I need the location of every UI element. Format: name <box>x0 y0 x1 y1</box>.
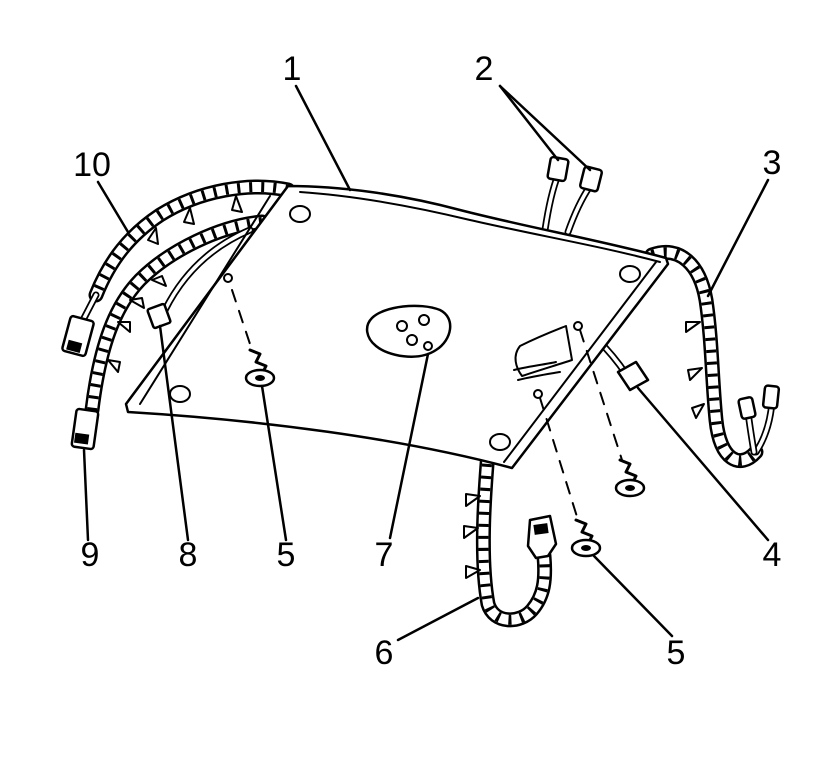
callout-10: 10 <box>73 146 111 184</box>
callout-5-right: 5 <box>667 634 686 672</box>
panel-hole <box>489 433 511 451</box>
left-harness-9 <box>70 214 270 451</box>
leader-lines <box>82 84 770 642</box>
callout-7: 7 <box>375 536 394 574</box>
callout-labels: 1 2 3 4 5 5 6 7 8 9 10 <box>73 50 781 672</box>
fastener-5c <box>579 329 646 498</box>
callout-4: 4 <box>763 536 782 574</box>
lower-harness-6 <box>463 444 558 628</box>
harness-clips-9 <box>107 275 167 373</box>
callout-1: 1 <box>283 50 302 88</box>
connector-8 <box>146 302 172 330</box>
connector-6 <box>526 514 558 560</box>
connector-3a <box>761 384 781 410</box>
panel-hole <box>289 205 311 223</box>
harness-clips-10 <box>147 195 243 245</box>
connector-2b <box>578 165 604 193</box>
right-harness-3 <box>644 244 781 469</box>
callout-9: 9 <box>81 536 100 574</box>
callout-3: 3 <box>763 144 782 182</box>
left-wire-8 <box>146 226 254 330</box>
fastener-5a <box>231 289 276 388</box>
harness-clips-6 <box>463 493 481 579</box>
connector-4 <box>616 360 650 392</box>
fastener-5b <box>539 397 602 558</box>
callout-8: 8 <box>179 536 198 574</box>
harness-clips-3 <box>685 321 705 419</box>
callout-6: 6 <box>375 634 394 672</box>
top-wires-2 <box>541 155 604 236</box>
callout-5-left: 5 <box>277 536 296 574</box>
dome-lamp-7 <box>365 304 452 358</box>
connector-2a <box>546 155 570 183</box>
rear-harness-10 <box>61 179 296 358</box>
callout-2: 2 <box>475 50 494 88</box>
connector-3b <box>737 396 757 420</box>
panel-hole <box>619 265 641 283</box>
